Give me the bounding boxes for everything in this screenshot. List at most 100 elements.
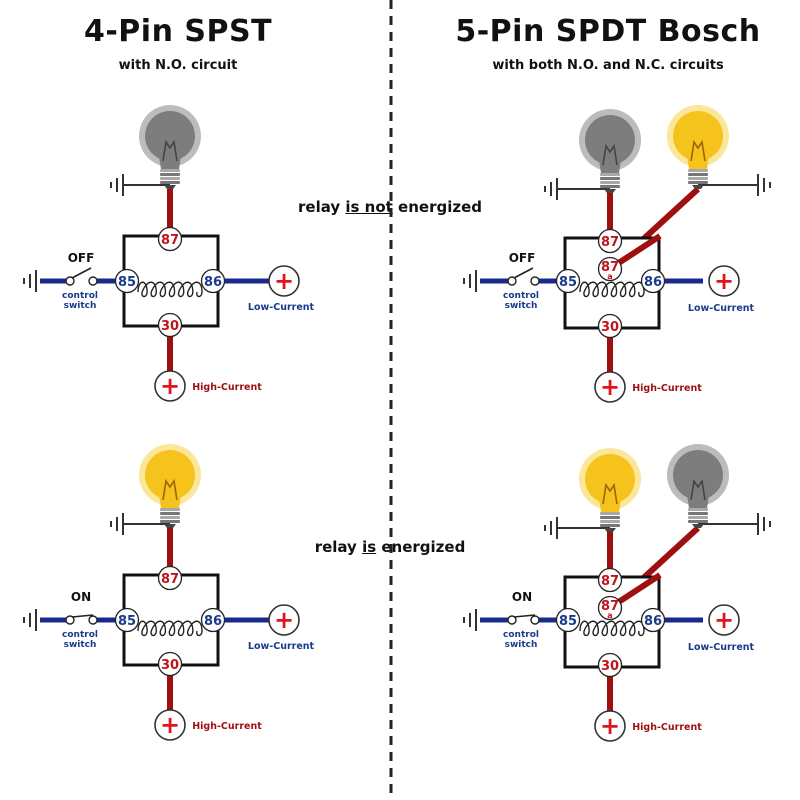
switch-contact-left [65, 615, 75, 625]
pin-86: 86 [640, 268, 666, 294]
high-current-plus-sign: + [160, 372, 180, 400]
relay-coil [137, 281, 203, 298]
spst-subtitle: with N.O. circuit [118, 58, 238, 73]
high-current-label: High-Current [192, 721, 262, 732]
pin-87-label: 87 [161, 572, 179, 587]
pin-30-label: 30 [601, 659, 619, 674]
pin-85-label: 85 [559, 614, 577, 629]
pin-30-label: 30 [161, 658, 179, 673]
pin-30-label: 30 [601, 320, 619, 335]
low-current-plus-sign: + [274, 606, 294, 634]
pin-87a-label: 87 [601, 260, 619, 275]
spst-title: 4-Pin SPST [83, 14, 273, 49]
control-switch-label-1: control [503, 291, 539, 301]
low-current-plus-sign: + [714, 606, 734, 634]
pin-87a-sub-label: a [607, 611, 612, 620]
pin-87a: 87a [597, 256, 623, 282]
low-current-label: Low-Current [248, 641, 315, 652]
high-current-label: High-Current [192, 382, 262, 393]
control-switch-label-2: switch [505, 640, 538, 650]
control-switch-label-2: switch [64, 301, 97, 311]
wire-87a-inner [612, 572, 662, 608]
control-switch-label-2: switch [64, 640, 97, 650]
pin-86: 86 [200, 268, 226, 294]
bulb-87a [667, 105, 729, 189]
control-switch-label-1: control [62, 291, 98, 301]
relay-coil [579, 620, 645, 637]
pin-30: 30 [597, 313, 623, 339]
control-switch-label-2: switch [505, 301, 538, 311]
switch-lever [513, 614, 536, 618]
switch-contact-right [88, 276, 98, 286]
high-current-plus: + [154, 709, 186, 741]
high-current-label: High-Current [632, 383, 702, 394]
switch-contact-left [65, 276, 75, 286]
low-current-plus: + [268, 265, 300, 297]
control-switch-label-1: control [62, 630, 98, 640]
pin-87-label: 87 [601, 235, 619, 250]
low-current-plus: + [708, 604, 740, 636]
low-current-plus-sign: + [274, 267, 294, 295]
spdt-title: 5-Pin SPDT Bosch [455, 14, 761, 49]
bulb-87a [667, 444, 729, 528]
pin-85: 85 [114, 607, 140, 633]
pin-86: 86 [640, 607, 666, 633]
high-current-plus: + [594, 710, 626, 742]
low-current-label: Low-Current [688, 642, 755, 653]
low-current-label: Low-Current [248, 302, 315, 313]
bulb [139, 105, 201, 189]
pin-87: 87 [597, 567, 623, 593]
high-current-plus-sign: + [600, 712, 620, 740]
state-label-energized: relay is energized [314, 538, 466, 556]
low-current-label: Low-Current [688, 303, 755, 314]
pin-85-label: 85 [559, 275, 577, 290]
high-current-plus-sign: + [600, 373, 620, 401]
switch-contact-right [530, 615, 540, 625]
switch-lever [513, 267, 534, 279]
control-switch-label-1: control [503, 630, 539, 640]
pin-86-label: 86 [204, 614, 222, 629]
bulb-87 [579, 109, 641, 193]
pin-87a-sub-label: a [607, 272, 612, 281]
switch-contact-left [507, 276, 517, 286]
switch-contact-right [88, 615, 98, 625]
bulb-87 [579, 448, 641, 532]
pin-85: 85 [555, 268, 581, 294]
pin-87-label: 87 [601, 574, 619, 589]
switch-state-label: ON [71, 590, 91, 604]
switch-state-label: OFF [509, 251, 536, 265]
switch-state-label: ON [512, 590, 532, 604]
pin-85: 85 [555, 607, 581, 633]
pin-30: 30 [157, 651, 183, 677]
high-current-plus-sign: + [160, 711, 180, 739]
switch-state-label: OFF [68, 251, 95, 265]
pin-85-label: 85 [118, 275, 136, 290]
switch-contact-left [507, 615, 517, 625]
pin-85: 85 [114, 268, 140, 294]
pin-87: 87 [157, 226, 183, 252]
high-current-plus: + [594, 371, 626, 403]
high-current-label: High-Current [632, 722, 702, 733]
high-current-plus: + [154, 370, 186, 402]
switch-contact-right [530, 276, 540, 286]
pin-87a-label: 87 [601, 599, 619, 614]
switch-lever [71, 267, 92, 279]
bulb [139, 444, 201, 528]
pin-86-label: 86 [204, 275, 222, 290]
relay-coil [579, 281, 645, 298]
low-current-plus: + [268, 604, 300, 636]
switch-lever [71, 614, 94, 618]
wire-87a-inner [612, 233, 662, 269]
relay-coil [137, 620, 203, 637]
pin-30-label: 30 [161, 319, 179, 334]
spdt-subtitle: with both N.O. and N.C. circuits [492, 58, 724, 73]
pin-86-label: 86 [644, 275, 662, 290]
pin-87a: 87a [597, 595, 623, 621]
pin-85-label: 85 [118, 614, 136, 629]
pin-87: 87 [597, 228, 623, 254]
